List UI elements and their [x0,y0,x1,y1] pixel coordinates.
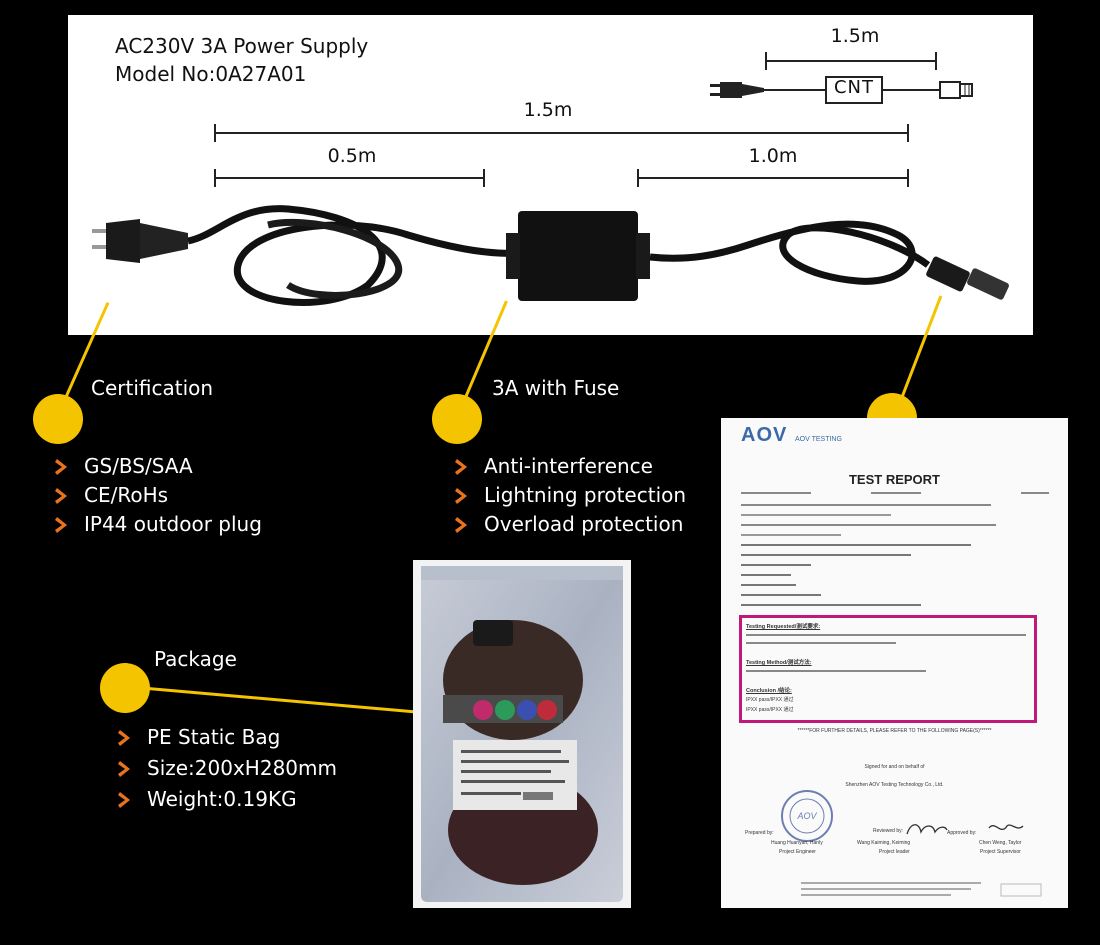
signed-for-text: Signed for and on behalf of [864,764,925,770]
role-1: Project Engineer [779,849,816,855]
report-footer-lines [801,882,1042,897]
report-logo: AOV [741,424,788,446]
certification-list: GS/BS/SAA CE/RoHs IP44 outdoor plug [54,452,262,539]
conclusion-line1: IPXX pass/IPXX 通过 [746,697,794,703]
list-item: PE Static Bag [117,722,337,753]
role-3: Project Supervisor [980,849,1021,855]
signatures-icon [906,824,1024,835]
schematic-box-label: CNT [833,77,875,98]
chevron-right-icon [118,729,130,746]
signatory-1: Huang Huanyan, Hanly [771,840,823,846]
chevron-right-icon [55,487,67,504]
signatory-2: Wang Kaiming, Keiming [857,840,911,846]
further-details-note: ******FOR FURTHER DETAILS, PLEASE REFER … [797,728,992,734]
report-body-text-lines [741,492,1049,606]
fuse-title: 3A with Fuse [492,376,620,400]
list-item: GS/BS/SAA [54,452,262,481]
test-method-label: Testing Method/测试方法: [746,660,812,666]
left-length-label: 0.5m [327,145,377,167]
approved-by-label: Approved by: [947,830,977,836]
total-dimension-line [215,132,908,134]
fuse-feature-list: Anti-interference Lightning protection O… [454,452,686,539]
chevron-right-icon [55,458,67,475]
chevron-right-icon [455,487,467,504]
role-2: Project leader [879,849,910,855]
list-item: Size:200xH280mm [117,753,337,784]
testing-requested-label: Testing Requested/测试要求: [746,624,821,630]
chevron-right-icon [55,516,67,533]
company-name: Shenzhen AOV Testing Technology Co., Ltd… [845,782,944,788]
test-report-document: AOV AOV TESTING TEST REPORT Testing Requ… [721,418,1068,908]
svg-text:AOV: AOV [796,811,817,821]
schematic-length-label: 1.5m [830,25,880,47]
spec-title: AC230V 3A Power Supply Model No:0A27A01 [115,32,368,88]
right-dimension-line [638,177,908,179]
chevron-right-icon [118,760,130,777]
power-cable-illustration [92,205,1009,306]
report-heading: TEST REPORT [848,472,940,487]
conclusion-label: Conclusion /结论: [746,688,792,694]
list-item: IP44 outdoor plug [54,510,262,539]
schematic-dimension-line [766,60,936,62]
package-title: Package [154,647,237,671]
report-highlight-box: Testing Requested/测试要求: Testing Method/测… [739,615,1037,723]
chevron-right-icon [118,791,130,808]
company-seal-icon: AOV [781,790,833,842]
spec-title-line1: AC230V 3A Power Supply [115,34,369,58]
prepared-by-label: Prepared by: [745,830,774,836]
left-dimension-line [215,177,485,179]
list-item: Weight:0.19KG [117,784,337,815]
total-length-label: 1.5m [523,99,573,121]
list-item: Overload protection [454,510,686,539]
schematic-cable-icon [710,76,973,104]
pe-bag-illustration [421,566,623,902]
fuse-dot [432,394,482,444]
right-length-label: 1.0m [748,145,798,167]
package-callout-line [147,687,416,714]
list-item: Lightning protection [454,481,686,510]
signatory-3: Chen Weng, Taylor [979,840,1022,846]
list-item: Anti-interference [454,452,686,481]
reviewed-by-label: Reviewed by: [873,828,904,834]
certification-dot [33,394,83,444]
product-diagram-panel: AC230V 3A Power Supply Model No:0A27A01 … [68,15,1033,335]
package-photo [413,560,631,908]
chevron-right-icon [455,458,467,475]
spec-title-line2: Model No:0A27A01 [115,62,307,86]
package-list: PE Static Bag Size:200xH280mm Weight:0.1… [117,722,337,815]
chevron-right-icon [455,516,467,533]
certification-title: Certification [91,376,214,400]
conclusion-line2: IPXX pass/IPXX 通过 [746,707,794,713]
package-dot [100,663,150,713]
report-logo-subtitle: AOV TESTING [795,436,842,443]
list-item: CE/RoHs [54,481,262,510]
